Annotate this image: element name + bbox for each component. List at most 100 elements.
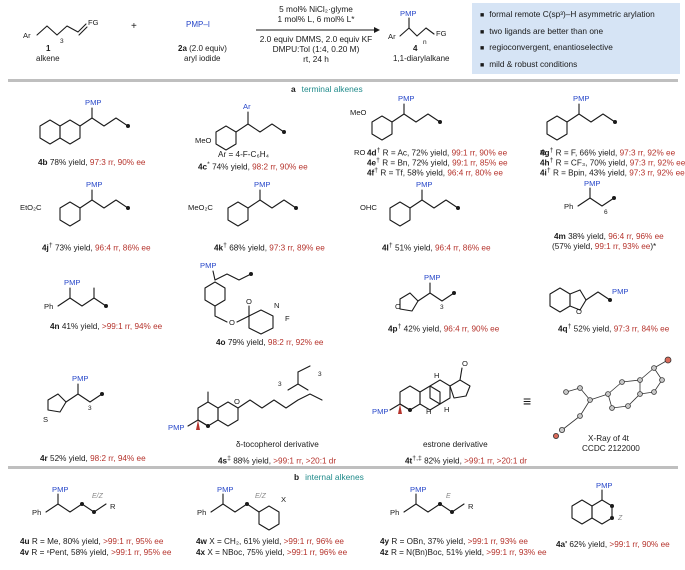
svg-text:R: R [540,148,546,157]
reactant2-equiv: (2.0 equiv) [189,44,227,53]
name-4t: estrone derivative [423,440,488,449]
svg-text:O: O [234,397,240,406]
svg-text:PMP: PMP [200,261,216,270]
highlight-item: mild & robust conditions [480,57,680,74]
svg-text:Ar: Ar [243,102,251,111]
structure-4n: Ph PMP [44,278,108,311]
condition-reductant: 2.0 equiv DMMS, 2.0 equiv KF [259,34,373,44]
section-b-divider [8,466,678,469]
svg-text:PMP: PMP [573,94,589,103]
caption-4n: 4n 41% yield, >99:1 rr, 94% ee [50,322,163,331]
caption-4m-alt: (57% yield, 99:1 rr, 93% ee)* [552,242,657,251]
caption-4o: 4o 79% yield, 98:2 rr, 92% ee [216,338,324,347]
highlight-item: regioconvergent, enantioselective [480,40,680,57]
svg-text:PMP: PMP [416,180,432,189]
caption-4j: 4j† 73% yield, 96:4 rr, 86% ee [42,242,151,253]
svg-text:Ph: Ph [390,508,399,517]
reactant1-name: alkene [36,54,60,63]
svg-text:PMP: PMP [372,407,388,416]
svg-text:MeO: MeO [350,108,367,117]
structure-4t: PMP O H H H [372,359,471,416]
svg-text:O: O [462,359,468,368]
svg-text:3: 3 [88,405,92,412]
note-4c: Ar = 4-F-C₆H₄ [218,150,269,159]
condition-ligands: 1 mol% L, 6 mol% L* [277,14,355,24]
svg-text:PMP: PMP [410,485,426,494]
svg-text:PMP: PMP [85,98,101,107]
structure-4a-prime: PMP Z [571,481,623,525]
caption-4s: 4s‡ 88% yield, >99:1 rr, >20:1 dr [218,455,337,466]
reactant2-formula: PMP–I [186,20,211,29]
caption-4d: 4d† R = Ac, 72% yield, 99:1 rr, 90% ee [367,147,508,158]
product-ar-label: Ar [388,32,396,41]
caption-4c: 4c* 74% yield, 98:2 rr, 90% ee [198,161,308,172]
caption-4b: 4b 78% yield, 97:3 rr, 90% ee [38,158,146,167]
structure-4d-4f: MeO RO PMP [350,94,442,157]
highlight-item: two ligands are better than one [480,24,680,41]
name-4s: δ-tocopherol derivative [236,440,319,449]
svg-text:R: R [110,502,116,511]
caption-4x: 4x X = NBoc, 75% yield, >99:1 rr, 96% ee [196,548,348,557]
structure-4m: Ph PMP 6 [564,179,616,216]
caption-4h: 4h† R = CF₃, 70% yield, 97:3 rr, 92% ee [540,157,685,168]
svg-text:PMP: PMP [52,485,68,494]
caption-4v: 4v R = ⁿPent, 58% yield, >99:1 rr, 95% e… [20,548,172,557]
svg-text:R: R [468,502,474,511]
product-n-label: n [423,39,427,46]
product-name: 1,1-diarylalkane [393,54,450,63]
svg-text:PMP: PMP [398,94,414,103]
structure-4u-4v: Ph PMP E/Z R [32,485,116,517]
svg-text:Ph: Ph [197,508,206,517]
product-pmp-label: PMP [400,9,416,18]
reactant1-label: 1 [46,44,51,53]
svg-text:PMP: PMP [596,481,612,490]
structure-4o: PMP O O N F [200,261,290,335]
svg-text:3: 3 [278,381,282,388]
condition-solvent: DMPU:Tol (1:4, 0.20 M) [272,44,360,54]
structure-4q: O PMP [549,287,628,316]
structure-4b: PMP [39,98,130,145]
reactant-ar-label: Ar [23,31,31,40]
caption-4q: 4q† 52% yield, 97:3 rr, 84% ee [558,323,670,334]
svg-text:Z: Z [617,515,623,522]
caption-4r: 4r 52% yield, 98:2 rr, 94% ee [40,454,146,463]
svg-text:MeO₂C: MeO₂C [188,203,213,212]
structure-4k: MeO₂C PMP [188,180,298,227]
caption-4e: 4e† R = Bn, 72% yield, 99:1 rr, 85% ee [367,157,508,168]
svg-text:E/Z: E/Z [92,493,104,500]
structure-4c: MeO Ar [195,102,286,151]
svg-text:RO: RO [354,148,365,157]
svg-text:PMP: PMP [217,485,233,494]
product-fg-label: FG [436,29,447,38]
structure-4p: O PMP 3 [395,273,456,312]
xray-caption: X-Ray of 4t [588,434,629,443]
svg-text:PMP: PMP [72,374,88,383]
svg-text:MeO: MeO [195,136,212,145]
caption-4t: 4t†,‡ 82% yield, >99:1 rr, >20:1 dr [405,455,527,466]
svg-text:H: H [426,407,431,416]
structure-4j: EtO₂C PMP [20,180,130,227]
svg-text:H: H [434,371,439,380]
svg-text:F: F [285,314,290,323]
svg-text:PMP: PMP [64,278,80,287]
structure-4r: S PMP 3 [43,374,104,424]
svg-text:PMP: PMP [584,179,600,188]
condition-time: rt, 24 h [303,54,329,64]
caption-4a-prime: 4a' 62% yield, >99:1 rr, 90% ee [556,540,670,549]
reaction-arrow [256,27,380,33]
svg-text:N: N [274,301,279,310]
structure-4y-4z: Ph PMP E R [390,485,474,517]
svg-text:3: 3 [318,371,322,378]
svg-text:H: H [444,405,449,414]
condition-catalyst: 5 mol% NiCl₂·glyme [279,4,353,14]
caption-4z: 4z R = N(Bn)Boc, 51% yield, >99:1 rr, 93… [380,548,547,557]
highlight-item: formal remote C(sp³)–H asymmetric arylat… [480,7,680,24]
caption-4y: 4y R = OBn, 37% yield, >99:1 rr, 93% ee [380,537,528,546]
product-label: 4 [413,44,418,53]
svg-text:Ph: Ph [44,302,53,311]
equivalence-sign: ≡ [523,393,532,409]
caption-4w: 4w X = CH₂, 61% yield, >99:1 rr, 96% ee [196,537,344,546]
caption-4p: 4p† 42% yield, 96:4 rr, 90% ee [388,323,500,334]
